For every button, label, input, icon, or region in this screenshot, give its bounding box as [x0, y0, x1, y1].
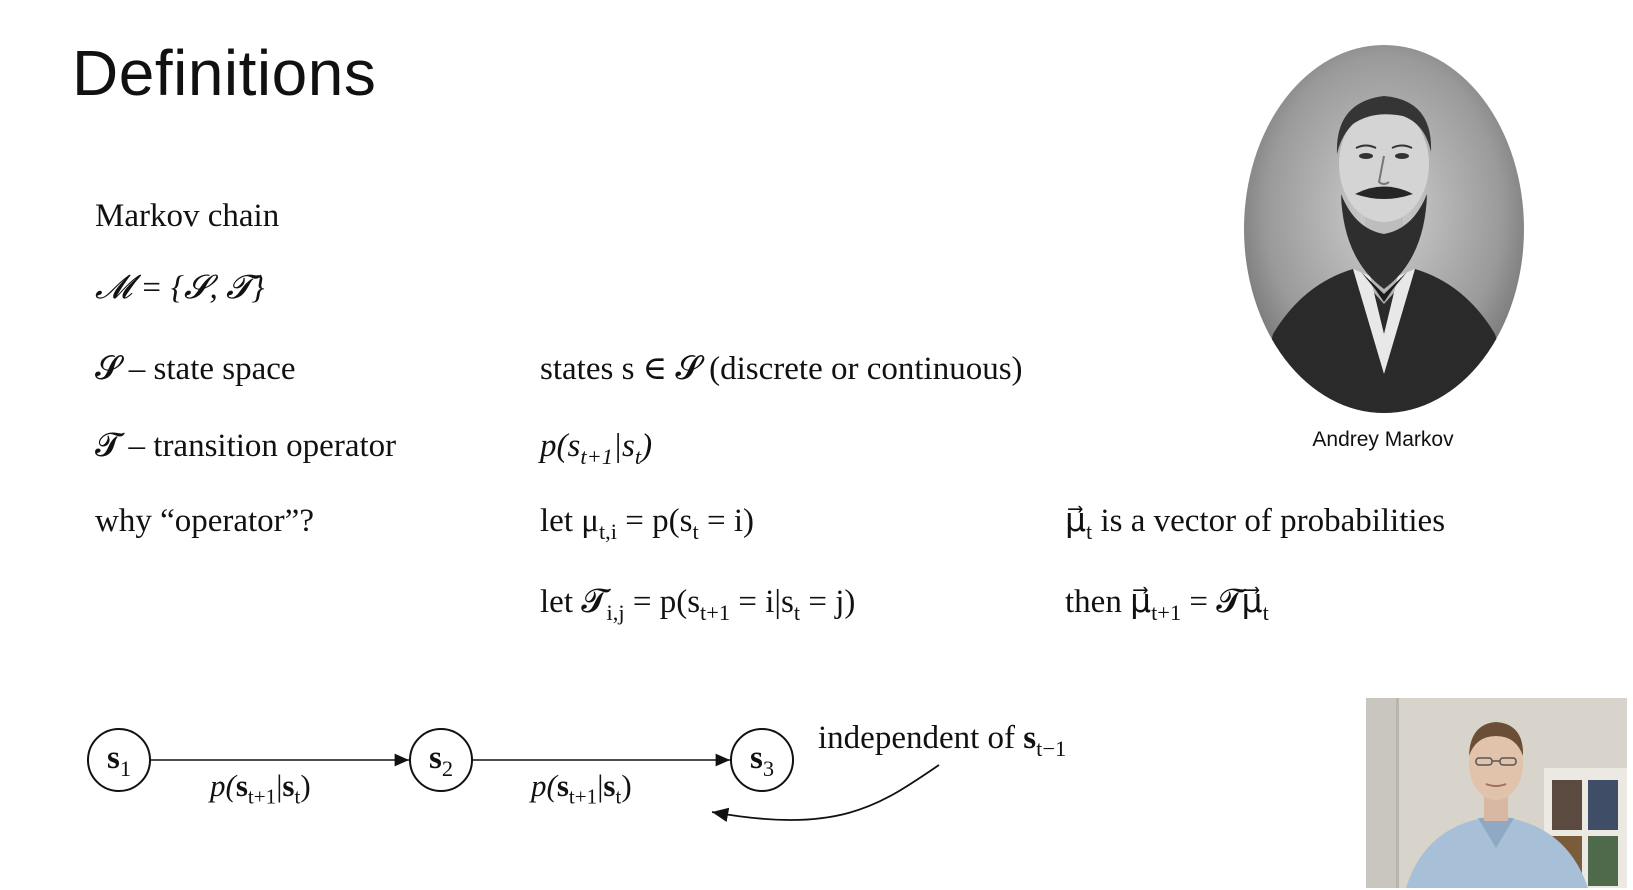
slide-title: Definitions	[72, 37, 377, 109]
transition-operator-definition: 𝓣 – transition operator	[95, 428, 397, 464]
andrey-markov-portrait	[1243, 44, 1526, 414]
why-operator-question: why “operator”?	[95, 503, 314, 539]
markov-chain-heading: Markov chain	[95, 198, 280, 234]
portrait-illustration	[1244, 45, 1524, 413]
model-definition: 𝓜 = {𝓢, 𝓣}	[95, 270, 265, 306]
node-s2-label: s2	[428, 740, 454, 781]
node-s1-label: s1	[106, 740, 132, 781]
mu-vector-description: μ⃗t is a vector of probabilities	[1065, 503, 1446, 544]
transition-probability: p(st+1|st)	[540, 428, 653, 469]
let-T-definition: let 𝓣i,j = p(st+1 = i|st = j)	[540, 584, 856, 625]
presenter-webcam	[1366, 698, 1627, 888]
node-s3-label: s3	[749, 740, 775, 781]
let-mu-definition: let μt,i = p(st = i)	[540, 503, 754, 544]
states-description: states s ∈ 𝓢 (discrete or continuous)	[540, 351, 1023, 387]
presenter-video-frame	[1366, 698, 1627, 888]
portrait-caption: Andrey Markov	[1312, 428, 1454, 451]
state-space-definition: 𝓢 – state space	[95, 351, 296, 387]
edge-label-2: p(st+1|st)	[531, 768, 632, 809]
mu-update-equation: then μ⃗t+1 = 𝓣μ⃗t	[1065, 584, 1269, 625]
edge-label-1: p(st+1|st)	[210, 768, 311, 809]
independence-note: independent of st−1	[818, 720, 1067, 761]
